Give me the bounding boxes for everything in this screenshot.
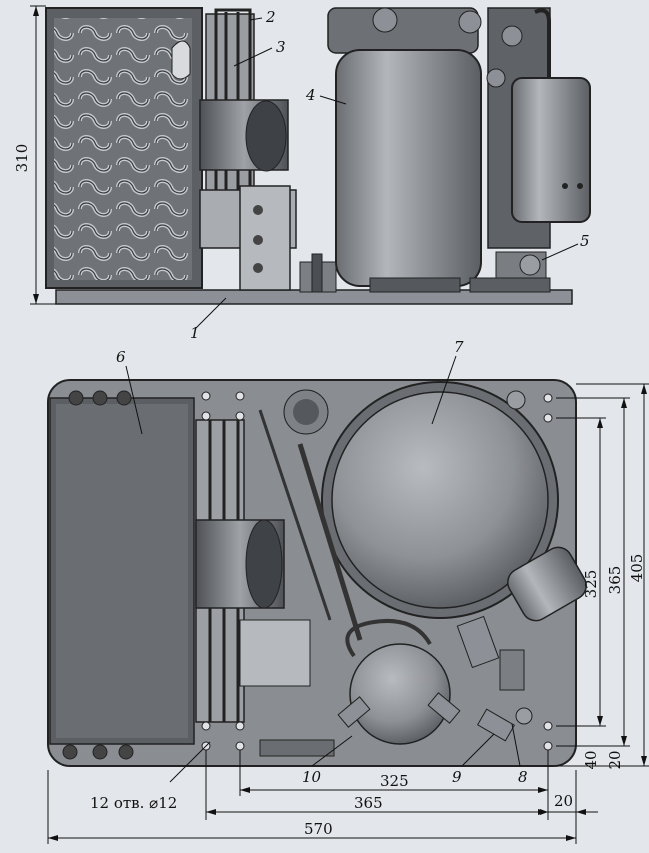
compressor-plan xyxy=(258,381,559,641)
height-dimension: 310 xyxy=(13,5,56,305)
callout-8: 8 xyxy=(518,768,528,786)
vertical-dimensions xyxy=(556,383,649,767)
compressor-top xyxy=(327,7,551,293)
valve-cluster-plan xyxy=(456,615,533,742)
oil-separator-plan xyxy=(337,619,461,745)
fan-plan xyxy=(195,419,311,723)
bottom-view: 6 7 8 9 10 325 365 20 570 12 отв. ⌀12 xyxy=(47,338,649,844)
callout-5: 5 xyxy=(580,232,590,250)
valve xyxy=(469,251,551,293)
bracket xyxy=(259,739,335,757)
dimension-20-horizontal: 20 xyxy=(554,792,573,810)
callout-6: 6 xyxy=(116,348,126,366)
callout-4: 4 xyxy=(305,86,316,104)
fan-motor xyxy=(199,8,297,291)
dimension-40: 40 xyxy=(582,750,600,769)
dimension-570: 570 xyxy=(304,820,333,838)
dimension-365-vertical: 365 xyxy=(606,566,624,595)
callout-2: 2 xyxy=(265,8,276,26)
dimension-405: 405 xyxy=(628,554,646,583)
dimension-20-vertical: 20 xyxy=(606,750,624,769)
callout-10: 10 xyxy=(302,768,322,786)
dimension-365-horizontal: 365 xyxy=(354,794,383,812)
receiver xyxy=(511,77,591,223)
callout-7: 7 xyxy=(454,338,464,356)
horizontal-dimensions xyxy=(47,750,598,844)
dimension-310: 310 xyxy=(13,144,31,173)
mounting-bolt xyxy=(299,253,337,293)
holes-note: 12 отв. ⌀12 xyxy=(90,794,177,812)
callout-3: 3 xyxy=(276,38,286,56)
callout-1: 1 xyxy=(190,324,200,342)
receiver-plan xyxy=(507,546,587,622)
condenser-coil xyxy=(45,7,203,289)
callout-9: 9 xyxy=(452,768,462,786)
condenser-plan xyxy=(49,390,195,760)
top-view: 310 1 2 3 4 5 xyxy=(13,5,591,342)
dimension-325-horizontal: 325 xyxy=(380,772,409,790)
mounting-holes xyxy=(201,391,553,751)
dimension-325-vertical: 325 xyxy=(582,570,600,599)
